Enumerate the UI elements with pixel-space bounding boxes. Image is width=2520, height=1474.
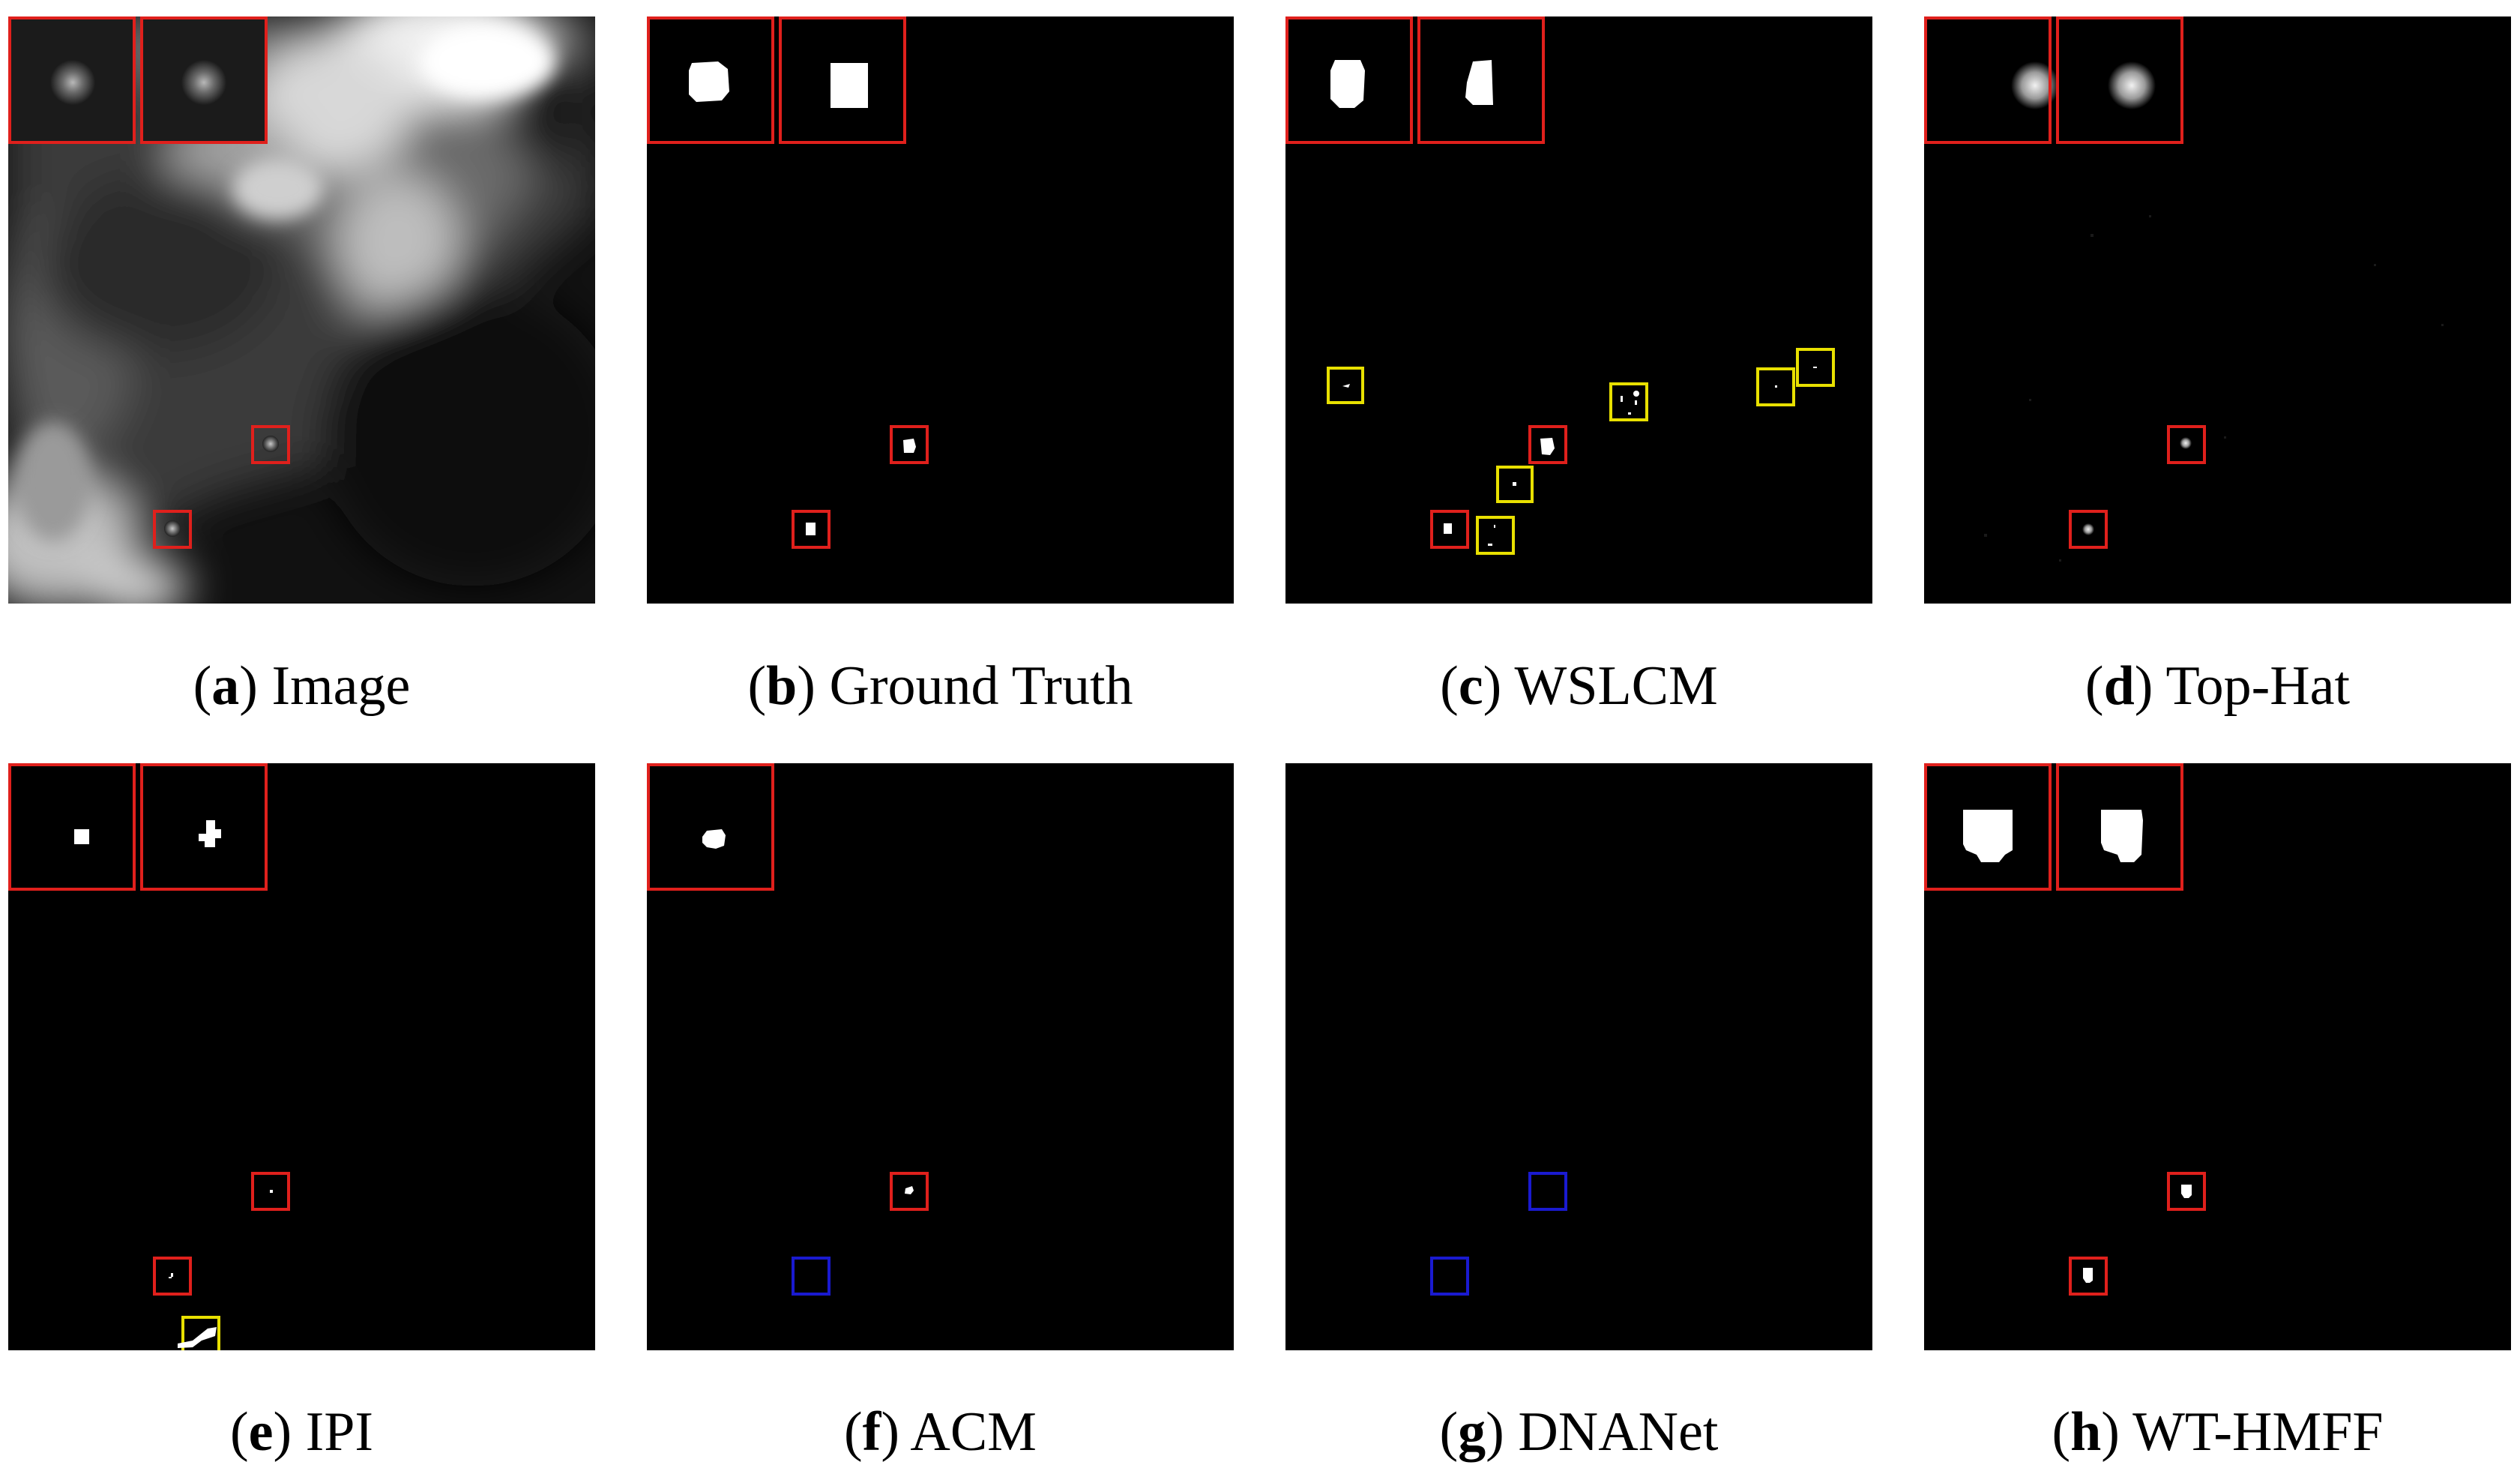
caption-h: (h) WT-HMFF <box>2052 1401 2384 1463</box>
panel-d-top-hat <box>1924 16 2511 604</box>
caption-e: (e) IPI <box>229 1401 374 1463</box>
caption-a: (a) Image <box>193 655 411 717</box>
wt-hmff-result <box>1924 763 2206 1296</box>
panel-e-ipi <box>8 763 595 1350</box>
panel-c-wslcm <box>1285 16 1872 604</box>
panel-g-dnanet <box>1285 763 1872 1350</box>
panel-h-wt-hmff <box>1924 763 2511 1350</box>
caption-c: (c) WSLCM <box>1440 655 1718 717</box>
dnanet-result <box>1430 1172 1567 1296</box>
panel-b-ground-truth <box>647 16 1234 604</box>
panel-f-acm <box>647 763 1234 1350</box>
caption-f: (f) ACM <box>844 1401 1037 1463</box>
panel-a-image <box>8 16 595 604</box>
ipi-result <box>8 763 290 1350</box>
caption-g: (g) DNANet <box>1439 1401 1719 1463</box>
acm-result <box>647 763 929 1296</box>
caption-d: (d) Top-Hat <box>2085 655 2351 717</box>
ground-truth-mask <box>647 16 929 549</box>
top-hat-result <box>1924 16 2444 562</box>
infrared-image <box>8 16 595 604</box>
caption-b: (b) Ground Truth <box>747 655 1133 717</box>
wslcm-result <box>1285 16 1835 555</box>
